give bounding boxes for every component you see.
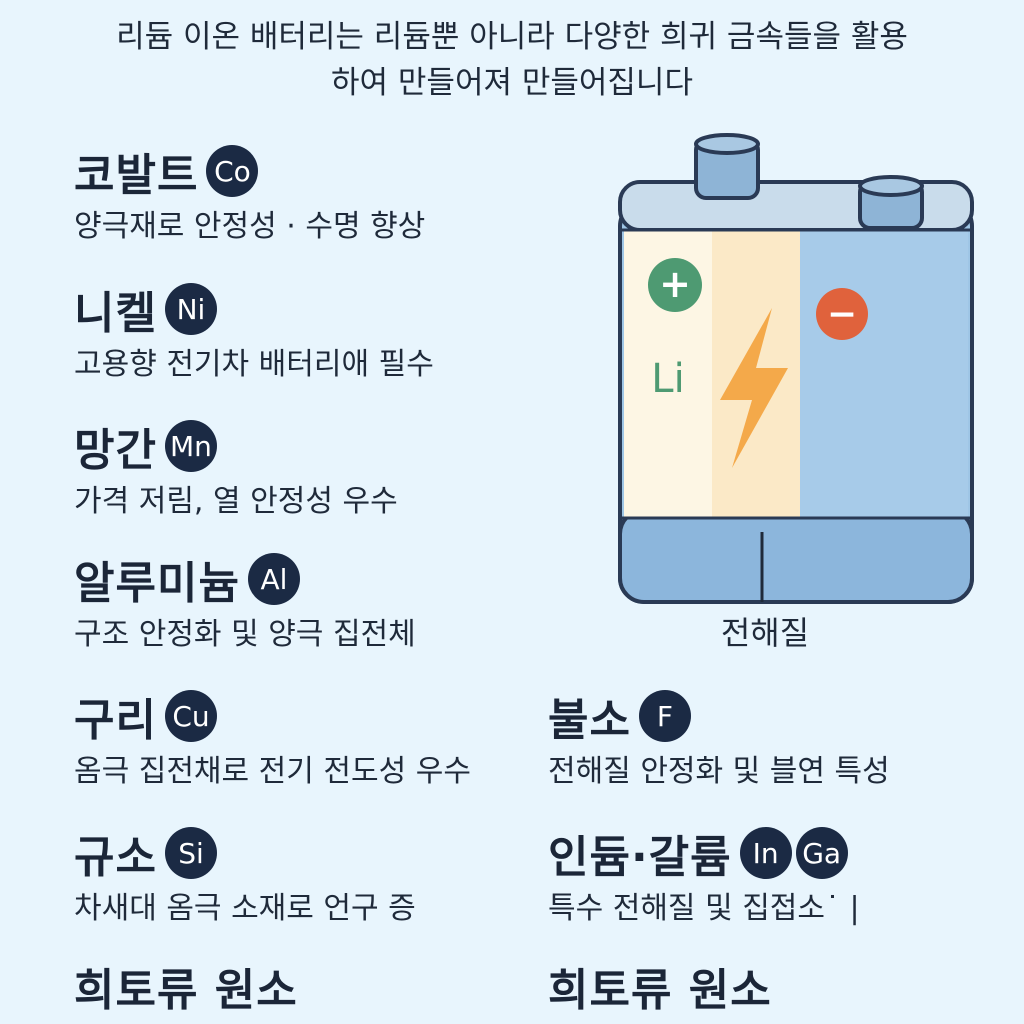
negative-terminal-top bbox=[858, 175, 924, 197]
element-name: 규소 bbox=[74, 832, 157, 883]
element-description: 차새대 옴극 소재로 언구 증 bbox=[74, 891, 416, 926]
element-name: 니켈 bbox=[74, 288, 157, 339]
element-name: 불소 bbox=[548, 695, 631, 746]
element-rare-earth-left: 희토류 원소 bbox=[74, 958, 298, 1016]
element-symbol-badge: Al bbox=[247, 553, 300, 605]
element-name: 구리 bbox=[74, 695, 157, 746]
lightning-icon bbox=[720, 308, 788, 468]
element-symbol-badge: Co bbox=[206, 145, 259, 197]
element-description: 양극재로 안정성 · 수명 향상 bbox=[74, 209, 426, 244]
element-fluorine: 불소 F 전해질 안정화 및 블연 특성 bbox=[548, 688, 890, 790]
intro-line-2: 하여 만들어져 만들어집니다 bbox=[331, 65, 693, 101]
element-description: 특수 전해질 및 집접소˙ | bbox=[548, 891, 860, 926]
element-nickel: 니켈 Ni 고용향 전기차 배터리애 필수 bbox=[74, 281, 434, 383]
lithium-label: Li bbox=[651, 356, 684, 402]
intro-text: 리듐 이온 배터리는 리듐뿐 아니라 다양한 희귀 금속들을 활용 하여 만들어… bbox=[0, 14, 1024, 106]
element-manganese: 망간 Mn 가격 저림, 열 안정성 우수 bbox=[74, 418, 398, 520]
element-description: 구조 안정화 및 양극 집전체 bbox=[74, 617, 416, 652]
element-indium-gallium: 인듐·갈륨 In Ga 특수 전해질 및 집접소˙ | bbox=[548, 825, 860, 927]
element-symbol-badge: Cu bbox=[164, 690, 217, 742]
plus-icon bbox=[648, 258, 702, 312]
element-name: 알루미늄 bbox=[74, 558, 240, 609]
minus-icon bbox=[816, 288, 868, 340]
element-symbol-badge: F bbox=[638, 690, 691, 742]
negative-sign: − bbox=[827, 294, 857, 335]
positive-terminal-top bbox=[694, 133, 760, 155]
positive-sign: + bbox=[659, 262, 691, 306]
element-silicon: 규소 Si 차새대 옴극 소재로 언구 증 bbox=[74, 825, 416, 927]
element-description: 옴극 집전채로 전기 전도성 우수 bbox=[74, 754, 471, 789]
element-description: 전해질 안정화 및 블연 특성 bbox=[548, 754, 890, 789]
element-name: 희토류 원소 bbox=[74, 965, 298, 1016]
element-rare-earth-right: 희토류 원소 bbox=[548, 958, 772, 1016]
battery-base bbox=[618, 508, 974, 604]
anode-panel bbox=[800, 230, 968, 518]
element-name: 희토류 원소 bbox=[548, 965, 772, 1016]
element-name: 망간 bbox=[74, 425, 157, 476]
element-symbol-badge: Mn bbox=[164, 420, 217, 472]
element-aluminum: 알루미늄 Al 구조 안정화 및 양극 집전체 bbox=[74, 551, 416, 653]
element-symbol-badge: In bbox=[739, 827, 792, 879]
element-symbol-badge: Ga bbox=[795, 827, 848, 879]
element-symbol-badge: Si bbox=[164, 827, 217, 879]
element-symbol-badge: Ni bbox=[164, 283, 217, 335]
electrolyte-label: 전해질 bbox=[720, 614, 810, 652]
battery-illustration: + − Li bbox=[618, 133, 974, 604]
element-description: 가격 저림, 열 안정성 우수 bbox=[74, 484, 398, 519]
element-cobalt: 코발트 Co 양극재로 안정성 · 수명 향상 bbox=[74, 143, 425, 245]
element-name: 코발트 bbox=[74, 150, 199, 201]
element-copper: 구리 Cu 옴극 집전채로 전기 전도성 우수 bbox=[74, 688, 471, 790]
element-name: 인듐·갈륨 bbox=[548, 832, 732, 883]
element-description: 고용향 전기차 배터리애 필수 bbox=[74, 347, 434, 382]
intro-line-1: 리듐 이온 배터리는 리듐뿐 아니라 다양한 희귀 금속들을 활용 bbox=[116, 19, 908, 55]
